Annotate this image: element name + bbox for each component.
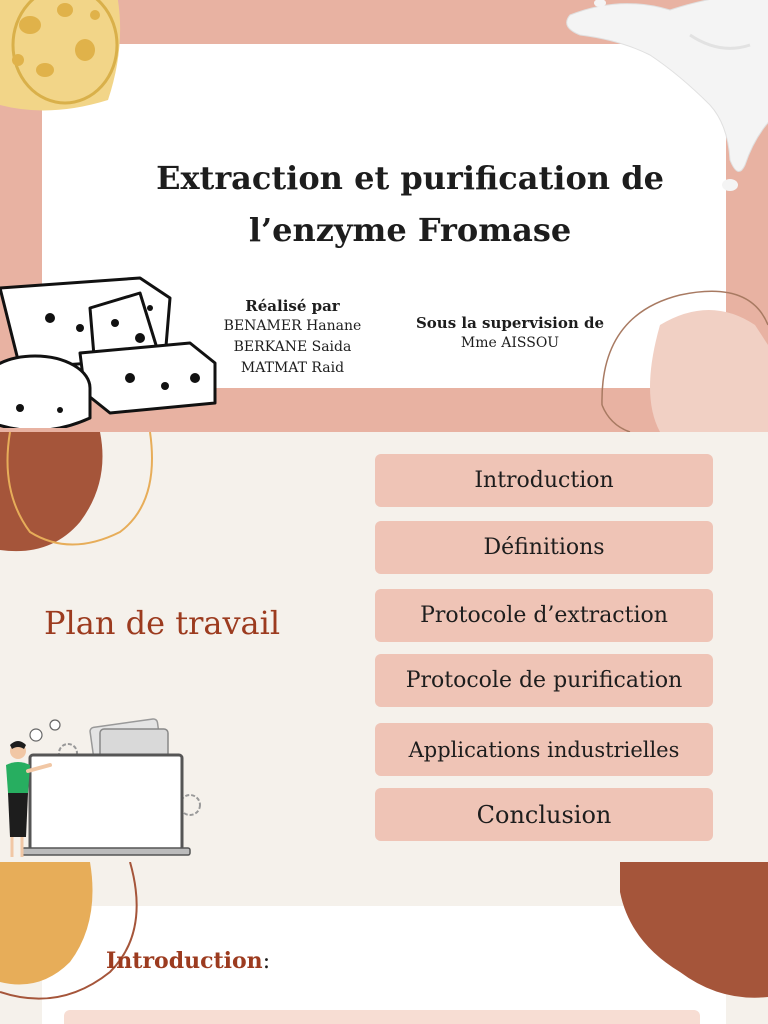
menu-item-introduction[interactable]: Introduction [375, 454, 713, 507]
introduction-heading-text: Introduction [106, 948, 263, 974]
title-slide: Extraction et purification de l’enzyme F… [0, 0, 768, 432]
milk-splash-icon [566, 0, 768, 191]
introduction-slide: Introduction: [0, 862, 768, 1024]
menu-item-conclusion[interactable]: Conclusion [375, 788, 713, 841]
presentation-title: Extraction et purification de l’enzyme F… [110, 152, 710, 256]
introduction-card [42, 906, 726, 1024]
author-name: BERKANE Saida [233, 339, 352, 355]
cheese-slice-icon [0, 0, 121, 111]
supervision-block: Sous la supervision de Mme AISSOU [405, 313, 615, 353]
cheese-blocks-icon [0, 276, 217, 428]
plan-title: Plan de travail [44, 604, 281, 642]
ring-blob-decoration [601, 290, 768, 432]
presenter-laptop-illustration [6, 718, 201, 857]
blob-decoration [0, 862, 138, 1000]
title-line-1: Extraction et purification de [156, 159, 664, 197]
blob-decoration [620, 862, 768, 998]
author-name: BENAMER Hanane [223, 318, 362, 334]
plan-slide: Plan de travail Introduction Définitions… [0, 432, 768, 862]
introduction-heading-colon: : [262, 949, 271, 974]
author-name: MATMAT Raid [240, 360, 345, 376]
authors-block: Réalisé par BENAMER Hanane BERKANE Saida… [200, 296, 385, 379]
menu-item-purification-protocol[interactable]: Protocole de purification [375, 654, 713, 707]
authors-heading: Réalisé par [245, 297, 340, 315]
menu-item-extraction-protocol[interactable]: Protocole d’extraction [375, 589, 713, 642]
title-line-2: l’enzyme Fromase [248, 211, 572, 249]
blob-decoration [0, 432, 153, 552]
menu-item-definitions[interactable]: Définitions [375, 521, 713, 574]
menu-item-industrial-applications[interactable]: Applications industrielles [375, 723, 713, 776]
supervisor-name: Mme AISSOU [460, 335, 560, 351]
introduction-content-box [64, 1010, 700, 1024]
supervision-heading: Sous la supervision de [415, 314, 605, 332]
introduction-heading: Introduction: [106, 948, 270, 974]
